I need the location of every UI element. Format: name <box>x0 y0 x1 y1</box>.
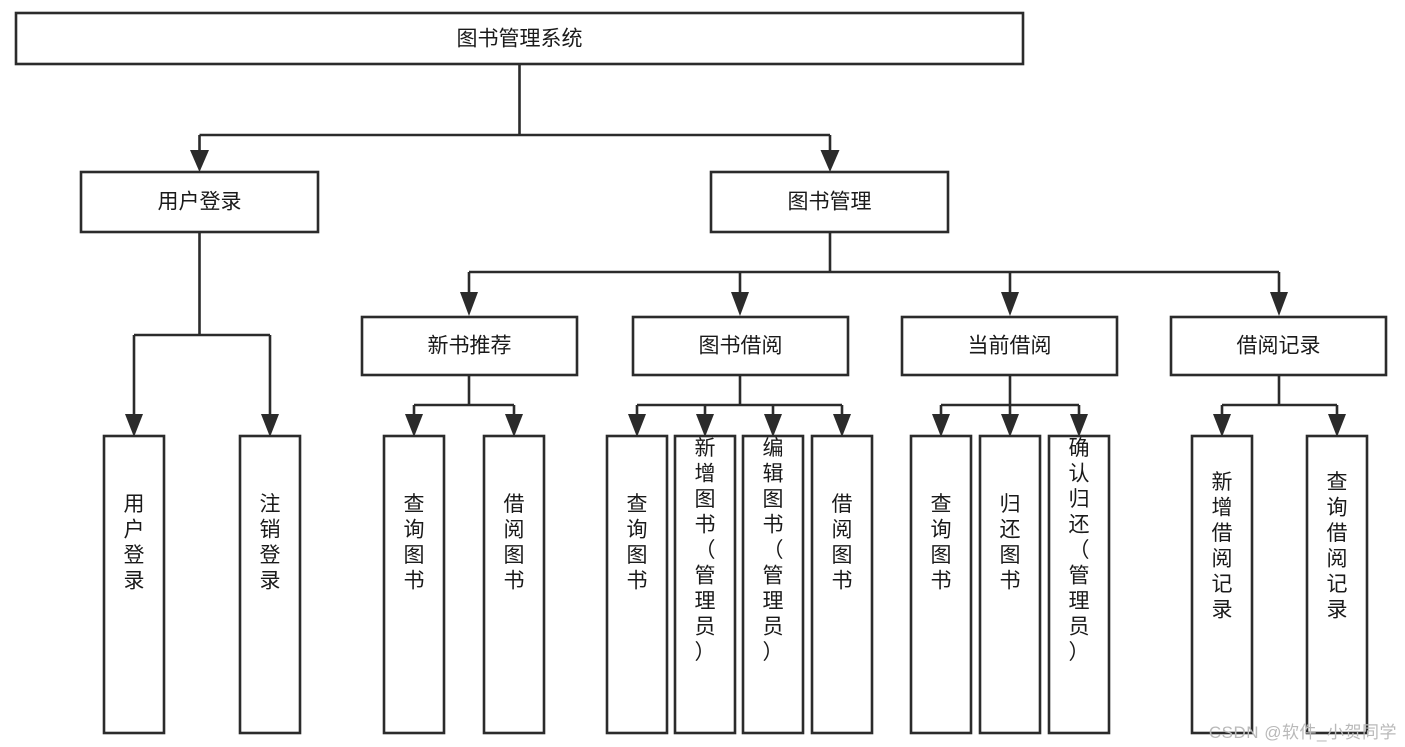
node-current-borrow-label: 当前借阅 <box>968 335 1052 358</box>
arrow-head-leaf-borrow-record-0 <box>1213 414 1231 437</box>
leaf-current-borrow-2[interactable]: 确认归还（管理员） <box>1047 434 1111 735</box>
leaf-borrow-record-1-box[interactable] <box>1305 434 1369 735</box>
leaf-user-login-1[interactable]: 注销登录 <box>238 434 302 735</box>
leaf-book-borrow-0-box[interactable] <box>605 434 669 735</box>
leaf-current-borrow-0-box[interactable] <box>909 434 973 735</box>
leaf-new-book-1-label: 借阅图书 <box>504 493 525 593</box>
node-root[interactable]: 图书管理系统 <box>14 11 1025 66</box>
node-new-book-recommend[interactable]: 新书推荐 <box>360 315 579 377</box>
leaf-new-book-0-label: 查询图书 <box>404 493 425 593</box>
arrow-head-leaf-book-borrow-0 <box>628 414 646 437</box>
connector-layer <box>125 64 1346 437</box>
arrow-head-leaf-user-login-1 <box>261 414 279 437</box>
leaf-book-borrow-2-box[interactable] <box>741 434 805 735</box>
leaf-new-book-0-box[interactable] <box>382 434 446 735</box>
arrow-head-leaf-current-borrow-1 <box>1001 414 1019 437</box>
leaf-user-login-1-box[interactable] <box>238 434 302 735</box>
node-borrow-record[interactable]: 借阅记录 <box>1169 315 1388 377</box>
node-user-login-label: 用户登录 <box>158 191 242 214</box>
leaf-borrow-record-1[interactable]: 查询借阅记录 <box>1305 434 1369 735</box>
leaf-borrow-record-1-label: 查询借阅记录 <box>1327 471 1348 622</box>
arrow-head-leaf-new-book-1 <box>505 414 523 437</box>
node-current-borrow[interactable]: 当前借阅 <box>900 315 1119 377</box>
leaf-book-borrow-3-box[interactable] <box>810 434 874 735</box>
arrow-head-new-book <box>460 292 478 316</box>
node-user-login-box[interactable] <box>79 170 320 234</box>
leaf-borrow-record-0-box[interactable] <box>1190 434 1254 735</box>
node-new-book-recommend-box[interactable] <box>360 315 579 377</box>
arrow-head-leaf-user-login-0 <box>125 414 143 437</box>
node-book-borrow-label: 图书借阅 <box>699 335 783 358</box>
leaf-book-borrow-1-box[interactable] <box>673 434 737 735</box>
node-book-management[interactable]: 图书管理 <box>709 170 950 234</box>
leaf-book-borrow-1-label: 新增图书（管理员） <box>695 437 716 664</box>
arrow-head-leaf-book-borrow-3 <box>833 414 851 437</box>
node-book-borrow-box[interactable] <box>631 315 850 377</box>
arrow-head-book-mgmt <box>820 150 840 172</box>
arrow-head-current-borrow <box>1001 292 1019 316</box>
leaf-new-book-0[interactable]: 查询图书 <box>382 434 446 735</box>
leaf-current-borrow-0-label: 查询图书 <box>931 493 952 593</box>
leaf-user-login-0-label: 用户登录 <box>124 493 145 593</box>
arrow-head-leaf-new-book-0 <box>405 414 423 437</box>
leaf-user-login-1-label: 注销登录 <box>260 493 281 593</box>
leaf-borrow-record-0[interactable]: 新增借阅记录 <box>1190 434 1254 735</box>
node-new-book-recommend-label: 新书推荐 <box>428 335 512 358</box>
leaf-borrow-record-0-label: 新增借阅记录 <box>1212 471 1233 622</box>
leaf-user-login-0-box[interactable] <box>102 434 166 735</box>
leaf-current-borrow-1[interactable]: 归还图书 <box>978 434 1042 735</box>
arrow-head-leaf-book-borrow-2 <box>764 414 782 437</box>
leaf-book-borrow-0-label: 查询图书 <box>627 493 648 593</box>
node-root-box[interactable] <box>14 11 1025 66</box>
arrow-head-book-borrow <box>731 292 749 316</box>
leaf-user-login-0[interactable]: 用户登录 <box>102 434 166 735</box>
leaf-current-borrow-1-box[interactable] <box>978 434 1042 735</box>
node-borrow-record-label: 借阅记录 <box>1237 335 1321 358</box>
node-book-borrow[interactable]: 图书借阅 <box>631 315 850 377</box>
arrow-head-leaf-borrow-record-1 <box>1328 414 1346 437</box>
arrow-head-leaf-book-borrow-1 <box>696 414 714 437</box>
node-user-login[interactable]: 用户登录 <box>79 170 320 234</box>
node-root-label: 图书管理系统 <box>457 28 583 51</box>
leaf-book-borrow-3[interactable]: 借阅图书 <box>810 434 874 735</box>
arrow-head-leaf-current-borrow-0 <box>932 414 950 437</box>
node-borrow-record-box[interactable] <box>1169 315 1388 377</box>
arrow-head-leaf-current-borrow-2 <box>1070 414 1088 437</box>
node-book-management-box[interactable] <box>709 170 950 234</box>
leaf-book-borrow-2-label: 编辑图书（管理员） <box>763 437 784 664</box>
leaf-current-borrow-2-box[interactable] <box>1047 434 1111 735</box>
node-current-borrow-box[interactable] <box>900 315 1119 377</box>
leaf-current-borrow-2-label: 确认归还（管理员） <box>1069 437 1090 664</box>
leaf-current-borrow-1-label: 归还图书 <box>1000 493 1021 593</box>
node-book-management-label: 图书管理 <box>788 191 872 214</box>
leaf-new-book-1-box[interactable] <box>482 434 546 735</box>
leaf-book-borrow-3-label: 借阅图书 <box>832 493 853 593</box>
leaf-book-borrow-2[interactable]: 编辑图书（管理员） <box>741 434 805 735</box>
leaf-book-borrow-0[interactable]: 查询图书 <box>605 434 669 735</box>
arrow-head-borrow-record <box>1270 292 1288 316</box>
arrow-head-user-login <box>190 150 209 172</box>
leaf-current-borrow-0[interactable]: 查询图书 <box>909 434 973 735</box>
leaf-new-book-1[interactable]: 借阅图书 <box>482 434 546 735</box>
leaf-book-borrow-1[interactable]: 新增图书（管理员） <box>673 434 737 735</box>
